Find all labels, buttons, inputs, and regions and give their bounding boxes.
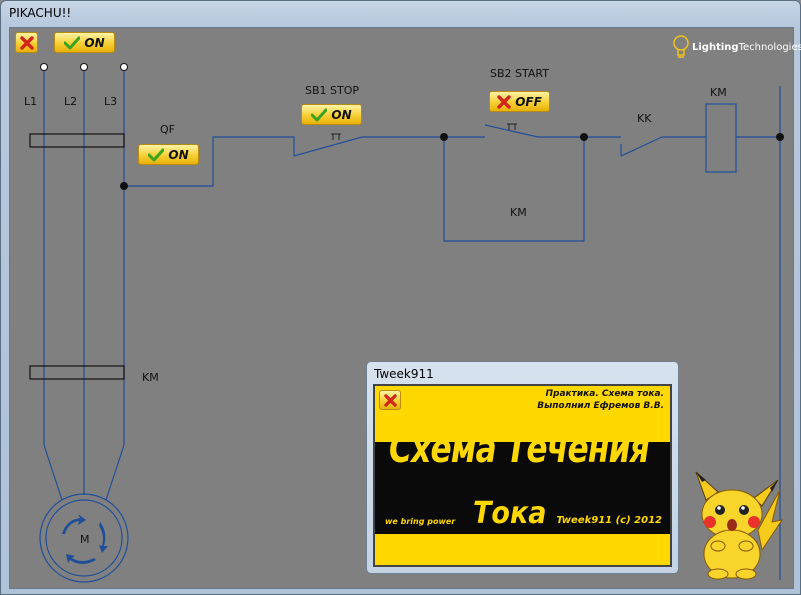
pikachu-mascot-icon — [695, 471, 784, 580]
splash-copyright: Tweek911 (c) 2012 — [556, 515, 662, 526]
phase-label-l1: L1 — [24, 95, 38, 108]
terminal-l3 — [120, 63, 128, 71]
sb1-stop-toggle-button[interactable]: ON — [301, 104, 362, 125]
lighting-technologies-logo: LightingTechnologies — [672, 34, 801, 60]
power-on-label: ON — [84, 35, 105, 50]
power-on-button[interactable]: ON — [54, 32, 115, 53]
sb2-label: SB2 START — [490, 67, 549, 80]
km-coil-label: KM — [710, 86, 727, 99]
km-main-label: KM — [142, 371, 159, 384]
splash-big-title: Схема Течения — [389, 426, 650, 472]
rotation-arrows-icon — [62, 514, 108, 564]
splash-big-word: Тока — [473, 496, 547, 531]
close-button[interactable] — [15, 32, 38, 53]
check-icon — [311, 108, 328, 121]
black-band — [375, 442, 670, 534]
junction-node — [580, 133, 588, 141]
qf-toggle-button[interactable]: ON — [138, 144, 199, 165]
dialog-title: Tweek911 — [374, 367, 434, 381]
qf-label: QF — [160, 123, 175, 136]
close-x-icon — [497, 94, 511, 109]
logo-text-bold: Lighting — [692, 41, 739, 53]
terminal-l1 — [40, 63, 48, 71]
km-hold-label: KM — [510, 206, 527, 219]
phase-label-l3: L3 — [104, 95, 118, 108]
splash-line-2: Выполнил Ефремов В.В. — [537, 401, 664, 411]
phase-label-l2: L2 — [64, 95, 78, 108]
splash-line-1: Практика. Схема тока. — [545, 389, 665, 399]
splash-slogan: we bring power — [385, 517, 456, 526]
sb1-label: SB1 STOP — [305, 84, 360, 97]
lightbulb-icon — [673, 35, 689, 58]
kk-label: KK — [637, 112, 652, 125]
logo-text-rest: Technologies — [738, 41, 801, 53]
terminal-l2 — [80, 63, 88, 71]
title-bar[interactable]: PIKACHU!! — [1, 1, 800, 25]
motor-label: M — [80, 533, 90, 546]
check-icon — [64, 36, 81, 49]
splash-panel: Практика. Схема тока. Выполнил Ефремов В… — [373, 384, 672, 567]
sb2-start-toggle-button[interactable]: OFF — [489, 91, 550, 112]
tweek911-dialog: Tweek911 Практика. Схема тока. Выполнил … — [366, 361, 679, 574]
junction-node — [120, 182, 128, 190]
window-title: PIKACHU!! — [9, 6, 72, 20]
junction-node — [440, 133, 448, 141]
junction-node — [776, 133, 784, 141]
sb1-state: ON — [331, 107, 352, 122]
sb2-state: OFF — [515, 94, 542, 109]
close-x-icon — [19, 35, 34, 50]
check-icon — [148, 148, 165, 161]
qf-state: ON — [168, 147, 189, 162]
close-x-icon — [383, 393, 397, 407]
dialog-close-button[interactable] — [379, 390, 401, 410]
